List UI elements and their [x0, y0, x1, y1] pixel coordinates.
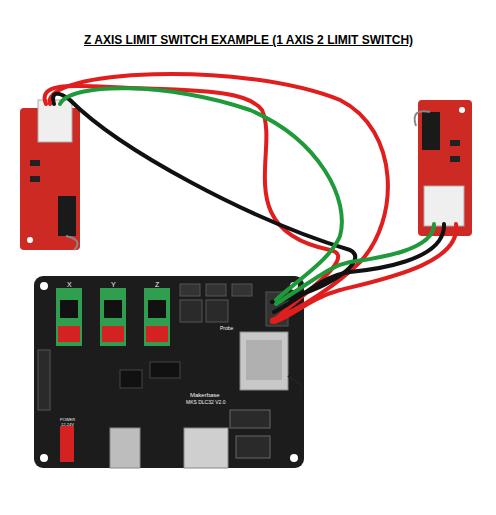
dip-switch — [146, 326, 168, 342]
switch-connector — [38, 100, 72, 142]
driver-module — [56, 288, 82, 346]
stepper-driver — [56, 288, 82, 346]
smd-part — [450, 140, 460, 146]
header-connector — [236, 436, 270, 458]
driver-chip — [104, 300, 122, 318]
switch-pcb — [418, 100, 472, 236]
board-label: Makerbase — [190, 392, 220, 398]
limit-switch — [20, 100, 80, 250]
ic-chip — [150, 362, 180, 378]
board-label: Probe — [220, 326, 233, 331]
board-label: Z — [155, 281, 159, 288]
mount-hole — [459, 107, 465, 113]
ic-chip — [120, 370, 142, 388]
driver-module — [100, 288, 126, 346]
dip-switch — [58, 326, 80, 342]
microswitch — [422, 112, 440, 150]
dip-switch — [102, 326, 124, 342]
header-connector — [180, 300, 202, 322]
board-label: 12-24V — [61, 423, 74, 427]
header-connector — [206, 300, 228, 322]
board-pcb — [34, 276, 304, 468]
smd-part — [30, 160, 40, 166]
mount-hole — [40, 282, 48, 290]
stepper-driver — [100, 288, 126, 346]
microswitch — [58, 196, 76, 236]
diagram-title: Z AXIS LIMIT SWITCH EXAMPLE (1 AXIS 2 LI… — [84, 34, 413, 46]
header-connector — [230, 410, 270, 428]
mount-hole — [40, 454, 48, 462]
control-board — [34, 276, 304, 468]
side-connector — [38, 350, 50, 410]
stepper-driver — [144, 288, 170, 346]
header-connector — [180, 284, 200, 296]
green-wire — [276, 224, 434, 304]
driver-chip — [148, 300, 166, 318]
smd-part — [30, 176, 40, 182]
driver-chip — [60, 300, 78, 318]
board-label: Y — [111, 281, 116, 288]
header-connector — [232, 284, 252, 296]
usb-port — [184, 428, 228, 468]
power-led — [60, 426, 74, 462]
wires — [45, 74, 457, 322]
antenna — [288, 376, 302, 400]
switch-connector — [424, 186, 464, 226]
switch-lever — [66, 236, 78, 250]
mount-hole — [27, 237, 33, 243]
board-label: POWER — [60, 418, 75, 422]
esp32-module — [240, 332, 288, 390]
limit-switch — [415, 100, 472, 236]
red-wire — [274, 224, 456, 322]
board-label: X — [67, 281, 72, 288]
green-wire — [60, 88, 342, 300]
board-label: MKS DLC32 V2.0 — [186, 400, 225, 405]
driver-module — [144, 288, 170, 346]
switch-lever — [415, 111, 430, 126]
header-connector — [206, 284, 226, 296]
esp32-shield — [246, 340, 282, 380]
red-wire — [50, 74, 388, 320]
smd-part — [450, 156, 460, 162]
mount-hole — [290, 454, 298, 462]
dc-jack — [110, 428, 140, 468]
